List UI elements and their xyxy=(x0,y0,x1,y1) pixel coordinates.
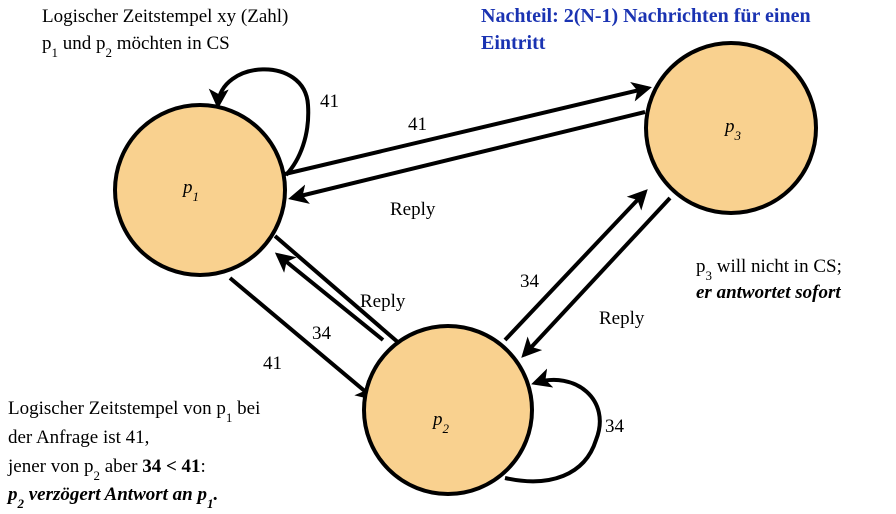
arrow-p3-to-p1 xyxy=(288,110,646,204)
label-p2-to-p1-reply: Reply xyxy=(360,291,406,312)
p1-self-loop xyxy=(208,67,311,177)
note-bl-line3: jener von p2 aber 34 < 41: xyxy=(7,456,206,483)
node-p1: p1 xyxy=(113,103,287,277)
p2-self-loop xyxy=(504,368,602,484)
bottom-left-note: Logischer Zeitstempel von p1 bei der Anf… xyxy=(6,398,260,511)
node-p2-label: p2 xyxy=(431,409,450,436)
node-p1-label: p1 xyxy=(181,177,199,204)
arrow-p1-to-p3 xyxy=(284,81,652,176)
arrow-p1-to-p2 xyxy=(228,276,377,401)
label-p1-to-p3: 41 xyxy=(408,114,427,135)
arrow-p2-to-p3 xyxy=(503,189,648,342)
right-note: p3 will nicht in CS; er antwortet sofort xyxy=(696,256,842,303)
top-right-note: Nachteil: 2(N-1) Nachrichten für einen E… xyxy=(481,5,811,54)
note-want-cs: p1 und p2 möchten in CS xyxy=(42,33,230,60)
label-p3-to-p1: Reply xyxy=(390,199,436,220)
note-bl-line1: Logischer Zeitstempel von p1 bei xyxy=(8,398,260,425)
node-p2: p2 xyxy=(362,324,534,496)
note-p3-not-cs: p3 will nicht in CS; xyxy=(696,256,842,283)
note-disadvantage-line1: Nachteil: 2(N-1) Nachrichten für einen xyxy=(481,5,811,27)
label-p2-to-p1-request: 34 xyxy=(312,323,332,344)
arrow-p2-to-p1 xyxy=(274,252,385,342)
node-p3: p3 xyxy=(644,41,818,215)
label-p1-to-p2: 41 xyxy=(263,353,282,374)
label-p1-self: 41 xyxy=(320,91,339,112)
label-p2-to-p3: 34 xyxy=(520,271,540,292)
note-timestamp-legend: Logischer Zeitstempel xy (Zahl) xyxy=(42,6,288,27)
note-bl-line4: p2 verzögert Antwort an p1. xyxy=(6,484,218,511)
arrow-p3-to-p2 xyxy=(521,196,672,358)
node-p3-label: p3 xyxy=(723,116,742,143)
note-p3-answers: er antwortet sofort xyxy=(696,282,841,303)
note-disadvantage-line2: Eintritt xyxy=(481,32,546,54)
label-p3-to-p2: Reply xyxy=(599,308,645,329)
note-bl-line2: der Anfrage ist 41, xyxy=(8,427,149,448)
top-left-note: Logischer Zeitstempel xy (Zahl) p1 und p… xyxy=(42,6,288,60)
label-p2-self: 34 xyxy=(605,416,625,437)
arrow-p1-p2-reply xyxy=(273,234,402,346)
